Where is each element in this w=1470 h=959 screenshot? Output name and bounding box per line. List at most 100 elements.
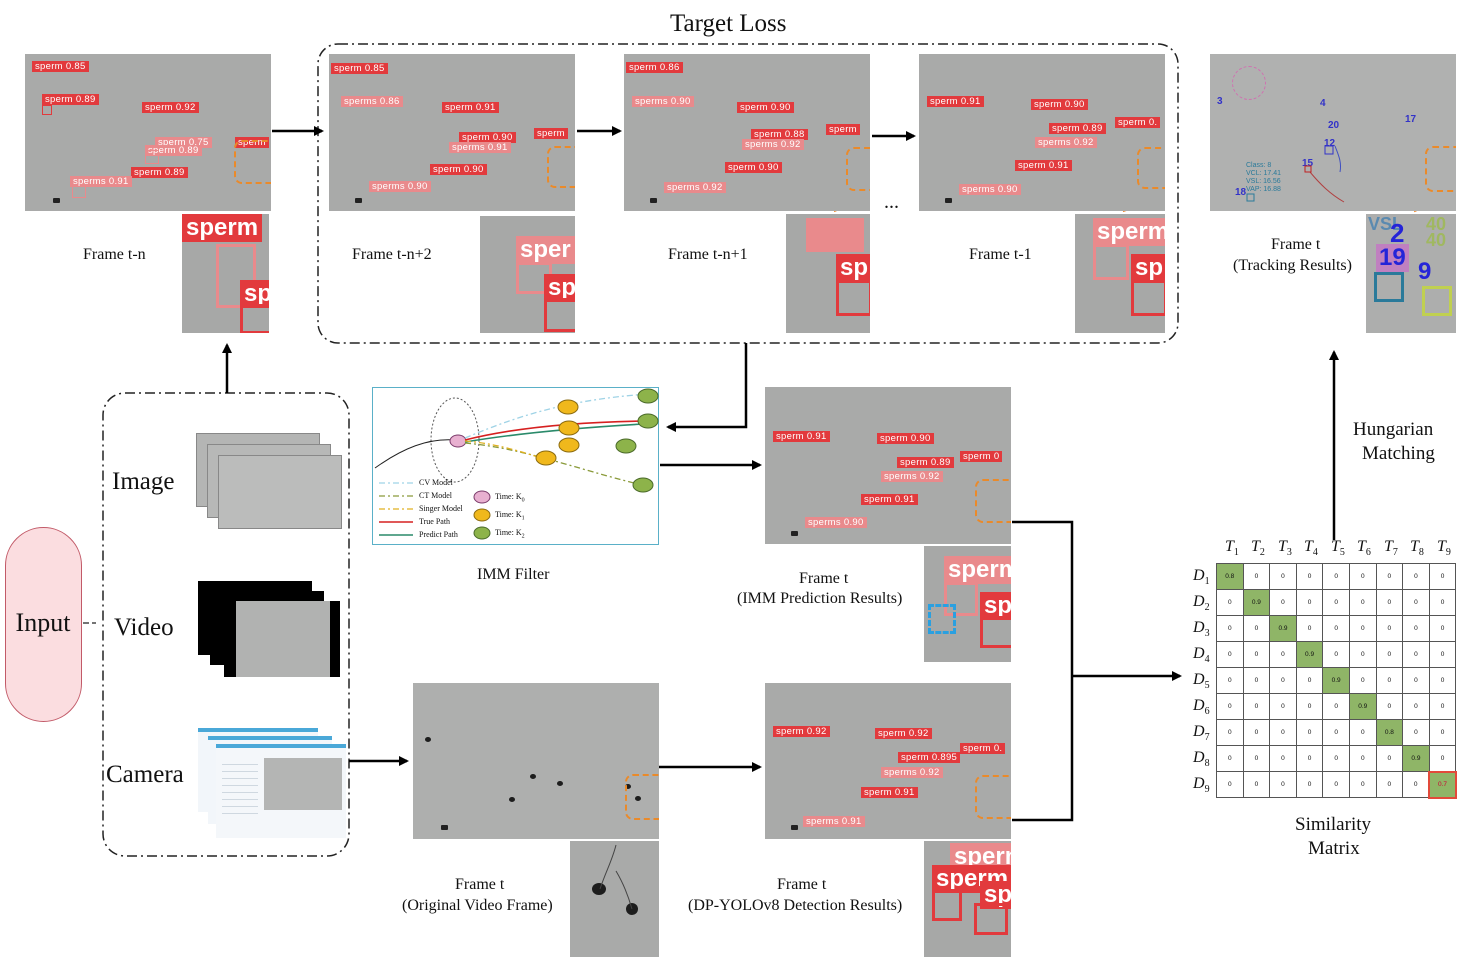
detection-label: sperms 0.92 — [881, 471, 943, 482]
matrix-cell: 0 — [1348, 589, 1377, 616]
zoom-selection — [975, 479, 1011, 523]
matrix-cell: 0 — [1428, 667, 1457, 694]
detection-label: sperms 0.90 — [632, 96, 694, 107]
hungarian-line2: Matching — [1362, 443, 1435, 464]
matrix-cell: 0 — [1375, 615, 1404, 642]
original-frame-line2: (Original Video Frame) — [402, 897, 553, 914]
zoom-label: sper — [516, 236, 575, 264]
similarity-line2: Matrix — [1308, 838, 1360, 859]
detection-label: sperm 0.89 — [42, 94, 99, 105]
matrix-cell: 0 — [1242, 615, 1271, 642]
matrix-cell: 0 — [1322, 745, 1350, 772]
zoom-selection — [1137, 147, 1165, 189]
matrix-diagonal-cell: 0.9 — [1322, 667, 1350, 694]
detection-label: sperm 0.91 — [861, 787, 918, 798]
matrix-col-header: T6 — [1357, 538, 1371, 559]
detection-label: sperms 0.91 — [449, 142, 511, 153]
frame-t-minus-n-image: sperm 0.85 sperm 0.89 sperm 0.92 sperm 0… — [25, 54, 271, 211]
legend-predict-path: Predict Path — [419, 530, 458, 539]
zoom-selection — [1425, 146, 1456, 192]
track-vap: VAP: 16.88 — [1246, 186, 1281, 193]
detection-label: sperm 0.89 — [897, 457, 954, 468]
similarity-line1: Similarity — [1295, 814, 1371, 835]
detection-label: sperm 0.91 — [773, 431, 830, 442]
matrix-cell: 0 — [1375, 563, 1404, 590]
imm-prediction-image: sperm 0.91 sperm 0.90 sperm 0.89 sperm 0… — [765, 387, 1011, 544]
legend-time-k2: Time: K2 — [495, 528, 525, 540]
tracking-results-image: 3 4 17 12 20 15 18 Class: 8 VCL: 17.41 V… — [1210, 54, 1456, 211]
matrix-cell: 0 — [1216, 719, 1244, 746]
matrix-col-header: T1 — [1225, 538, 1239, 559]
zoom-val: VSL — [1368, 214, 1404, 234]
matrix-diagonal-cell: 0.8 — [1216, 563, 1244, 590]
matrix-cell: 0 — [1428, 563, 1457, 590]
detection-label: sperm 0.90 — [725, 162, 782, 173]
frame-t-n-plus-1-image: sperm 0.86 sperms 0.90 sperm 0.90 sperm … — [624, 54, 870, 211]
matrix-cell: 0 — [1242, 719, 1271, 746]
matrix-cell: 0 — [1322, 719, 1350, 746]
matrix-cell: 0 — [1348, 563, 1377, 590]
matrix-row-header: D2 — [1193, 593, 1210, 614]
target-loss-title: Target Loss — [670, 10, 787, 37]
matrix-col-header: T8 — [1410, 538, 1424, 559]
matrix-cell: 0 — [1295, 667, 1324, 694]
track-id: 4 — [1320, 98, 1326, 109]
frame-t-n-plus-1-zoom: sp — [786, 214, 870, 333]
matrix-cell: 0 — [1269, 745, 1297, 772]
detection-label: sperm 0.90 — [430, 164, 487, 175]
track-vsl: VSL: 16.56 — [1246, 178, 1281, 185]
source-image-label: Image — [112, 468, 175, 495]
detection-label: sperms 0.90 — [959, 184, 1021, 195]
matrix-diagonal-cell: 0.9 — [1348, 693, 1377, 720]
zoom-label: sperm — [1093, 218, 1165, 246]
matrix-cell: 0 — [1242, 641, 1271, 668]
matrix-col-header: T5 — [1331, 538, 1345, 559]
matrix-cell: 0 — [1295, 771, 1324, 798]
matrix-col-header: T9 — [1437, 538, 1451, 559]
matrix-cell: 0 — [1348, 771, 1377, 798]
matrix-cell: 0 — [1402, 615, 1430, 642]
imm-filter-diagram: CV Model CT Model Singer Model True Path… — [372, 387, 659, 545]
frame-t-n-plus-2-label: Frame t-n+2 — [352, 246, 432, 263]
matrix-cell: 0 — [1402, 563, 1430, 590]
matrix-cell: 0 — [1428, 615, 1457, 642]
detection-label: sperms 0.92 — [881, 767, 943, 778]
detection-label: sperm 0.90 — [459, 132, 516, 143]
detection-label: sperm 0.75 — [155, 137, 212, 148]
detection-label: sperm — [235, 137, 269, 148]
matrix-cell: 0 — [1216, 771, 1244, 798]
matrix-row-header: D8 — [1193, 749, 1210, 770]
matrix-cell: 0 — [1375, 589, 1404, 616]
zoom-selection — [625, 774, 659, 820]
legend-singer: Singer Model — [419, 504, 463, 513]
track-id: 12 — [1324, 138, 1336, 149]
legend-time-k0: Time: K0 — [495, 492, 525, 504]
matrix-row-header: D3 — [1193, 619, 1210, 640]
detection-label: sperm 0.91 — [927, 96, 984, 107]
detection-label: sperms 0.90 — [369, 181, 431, 192]
zoom-label: sp — [980, 592, 1011, 620]
matrix-cell: 0 — [1269, 693, 1297, 720]
detection-label: sperms 0.92 — [1035, 137, 1097, 148]
original-frame-image — [413, 683, 659, 839]
matrix-cell: 0 — [1348, 719, 1377, 746]
matrix-cell: 0 — [1322, 615, 1350, 642]
detection-label: sperm — [534, 128, 568, 139]
detection-label: sperms 0.91 — [803, 816, 865, 827]
input-node: Input — [5, 527, 82, 722]
matrix-cell: 0 — [1348, 745, 1377, 772]
matrix-cell: 0 — [1402, 693, 1430, 720]
zoom-val: 40 — [1426, 214, 1447, 234]
detection-label: sperms 0.92 — [664, 182, 726, 193]
legend-ct: CT Model — [419, 491, 452, 500]
imm-prediction-line1: Frame t — [799, 570, 849, 587]
matrix-cell: 0 — [1242, 745, 1271, 772]
matrix-diagonal-cell: 0.7 — [1428, 770, 1457, 799]
matrix-cell: 0 — [1402, 667, 1430, 694]
matrix-cell: 0 — [1216, 615, 1244, 642]
